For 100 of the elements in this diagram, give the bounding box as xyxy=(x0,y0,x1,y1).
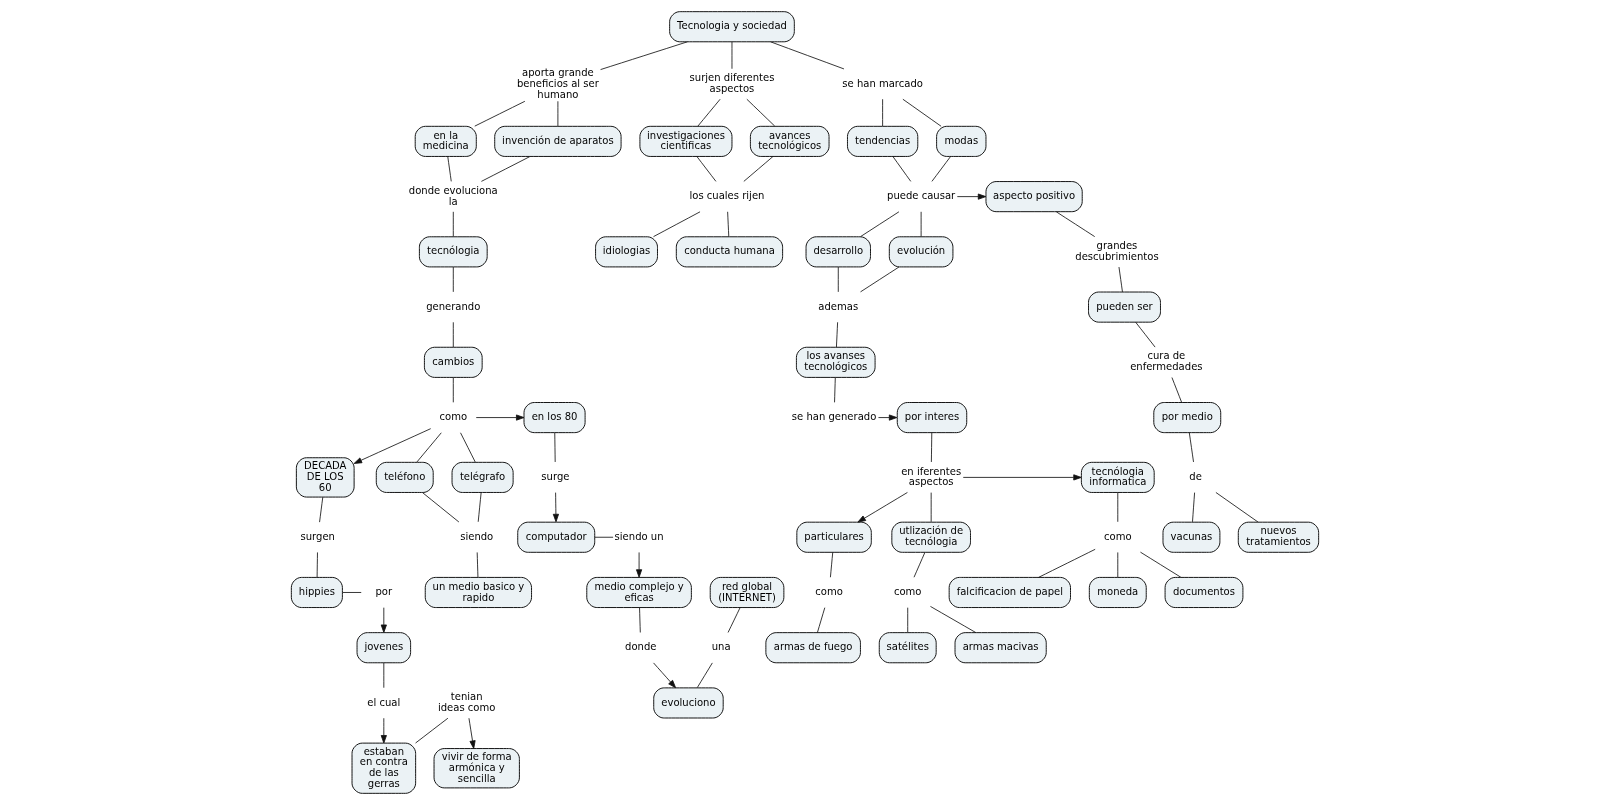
connector xyxy=(881,98,883,127)
connector xyxy=(1118,266,1123,293)
connector xyxy=(341,592,362,593)
arrow xyxy=(635,552,642,578)
node-text: surjen diferentes aspectos xyxy=(689,72,774,95)
connector xyxy=(930,492,932,523)
node-box: modas xyxy=(935,125,986,157)
connector xyxy=(829,552,833,578)
node-box: por medio xyxy=(1152,402,1221,434)
node-box: jovenes xyxy=(356,632,411,664)
connector xyxy=(638,607,641,633)
node-text: en iferentes aspectos xyxy=(900,465,961,488)
node-text: como xyxy=(893,586,922,598)
node-text: como xyxy=(1103,530,1132,542)
connector xyxy=(480,156,530,182)
connector xyxy=(742,156,773,182)
node-text: surgen xyxy=(299,530,335,542)
node-text: una xyxy=(711,641,731,653)
node-box: armas de fuego xyxy=(764,632,861,664)
connector xyxy=(697,98,721,127)
node-text: tenian ideas como xyxy=(437,691,495,713)
node-text: los cuales rijen xyxy=(688,190,764,202)
connector xyxy=(837,266,839,293)
node-box: invención de aparatos xyxy=(493,125,622,157)
arrow xyxy=(475,414,524,421)
connector xyxy=(476,552,478,578)
connector xyxy=(599,41,688,70)
connector xyxy=(1139,551,1181,578)
node-box: evolución xyxy=(888,236,953,268)
node-box: vivir de forma armónica y sencilla xyxy=(433,748,520,789)
connector xyxy=(833,377,836,403)
node-box: tecnólogia informatica xyxy=(1080,461,1155,493)
node-box: los avanses tecnológicos xyxy=(795,346,876,378)
node-text: el cual xyxy=(366,696,400,708)
connector xyxy=(1037,548,1096,578)
node-text: de xyxy=(1188,471,1202,482)
arrow xyxy=(652,662,676,689)
arrow xyxy=(877,414,897,421)
arrow xyxy=(962,474,1082,481)
connector xyxy=(446,156,452,182)
connector xyxy=(318,496,323,523)
connector xyxy=(416,432,442,463)
arrow xyxy=(380,607,387,633)
connector xyxy=(696,156,716,182)
node-box: Tecnologia y sociedad xyxy=(668,11,795,43)
node-box: tendencias xyxy=(846,125,918,157)
arrow xyxy=(380,717,387,744)
node-text: cura de enfermedades xyxy=(1129,350,1203,373)
node-box: conducta humana xyxy=(675,236,783,268)
connector xyxy=(816,607,825,633)
connector xyxy=(452,211,454,238)
connector xyxy=(414,717,448,744)
node-box: evoluciono xyxy=(652,687,724,719)
arrow xyxy=(468,717,476,749)
node-box: red global (INTERNET) xyxy=(709,576,784,608)
node-box: particulares xyxy=(795,521,872,553)
connector xyxy=(316,552,318,578)
connector xyxy=(1215,492,1259,523)
connector xyxy=(727,607,740,633)
node-box: medio complejo y eficas xyxy=(585,576,692,608)
connector xyxy=(745,98,775,127)
node-text: se han marcado xyxy=(841,77,923,89)
node-box: en la medicina xyxy=(414,125,477,157)
connector xyxy=(1116,552,1118,578)
node-box: investigaciones cientificas xyxy=(638,125,732,157)
node-box: utlización de tecnólogia xyxy=(890,521,971,553)
connector xyxy=(459,432,476,463)
node-box: moneda xyxy=(1088,576,1147,608)
node-box: en los 80 xyxy=(523,402,586,434)
node-text: ademas xyxy=(817,300,858,312)
node-box: telégrafo xyxy=(451,461,514,493)
connector xyxy=(452,321,454,348)
connector xyxy=(1191,492,1195,523)
connector xyxy=(652,211,700,238)
node-box: DECADA DE LOS 60 xyxy=(295,457,355,498)
arrow xyxy=(353,428,431,464)
connector xyxy=(929,606,976,633)
node-box: documentos xyxy=(1164,576,1243,608)
connector xyxy=(931,156,951,182)
connector xyxy=(473,100,525,127)
node-text: surge xyxy=(540,471,569,482)
connector xyxy=(859,266,899,293)
connector xyxy=(731,41,732,70)
connector xyxy=(913,552,925,578)
connector xyxy=(892,156,911,182)
node-box: desarrollo xyxy=(805,236,871,268)
node-box: cambios xyxy=(423,346,483,378)
node-text: por xyxy=(375,586,392,598)
connector xyxy=(835,321,838,348)
connector xyxy=(421,492,459,523)
node-box: un medio basico y rapido xyxy=(424,576,532,608)
node-box: armas macivas xyxy=(954,632,1047,664)
connector xyxy=(1116,492,1118,523)
connector xyxy=(1134,321,1155,348)
node-text: donde xyxy=(624,641,656,653)
node-box: idiologias xyxy=(594,236,658,268)
connector xyxy=(1171,377,1182,403)
node-box: teléfono xyxy=(375,461,434,493)
connector xyxy=(557,100,558,127)
node-box: computador xyxy=(516,521,595,553)
